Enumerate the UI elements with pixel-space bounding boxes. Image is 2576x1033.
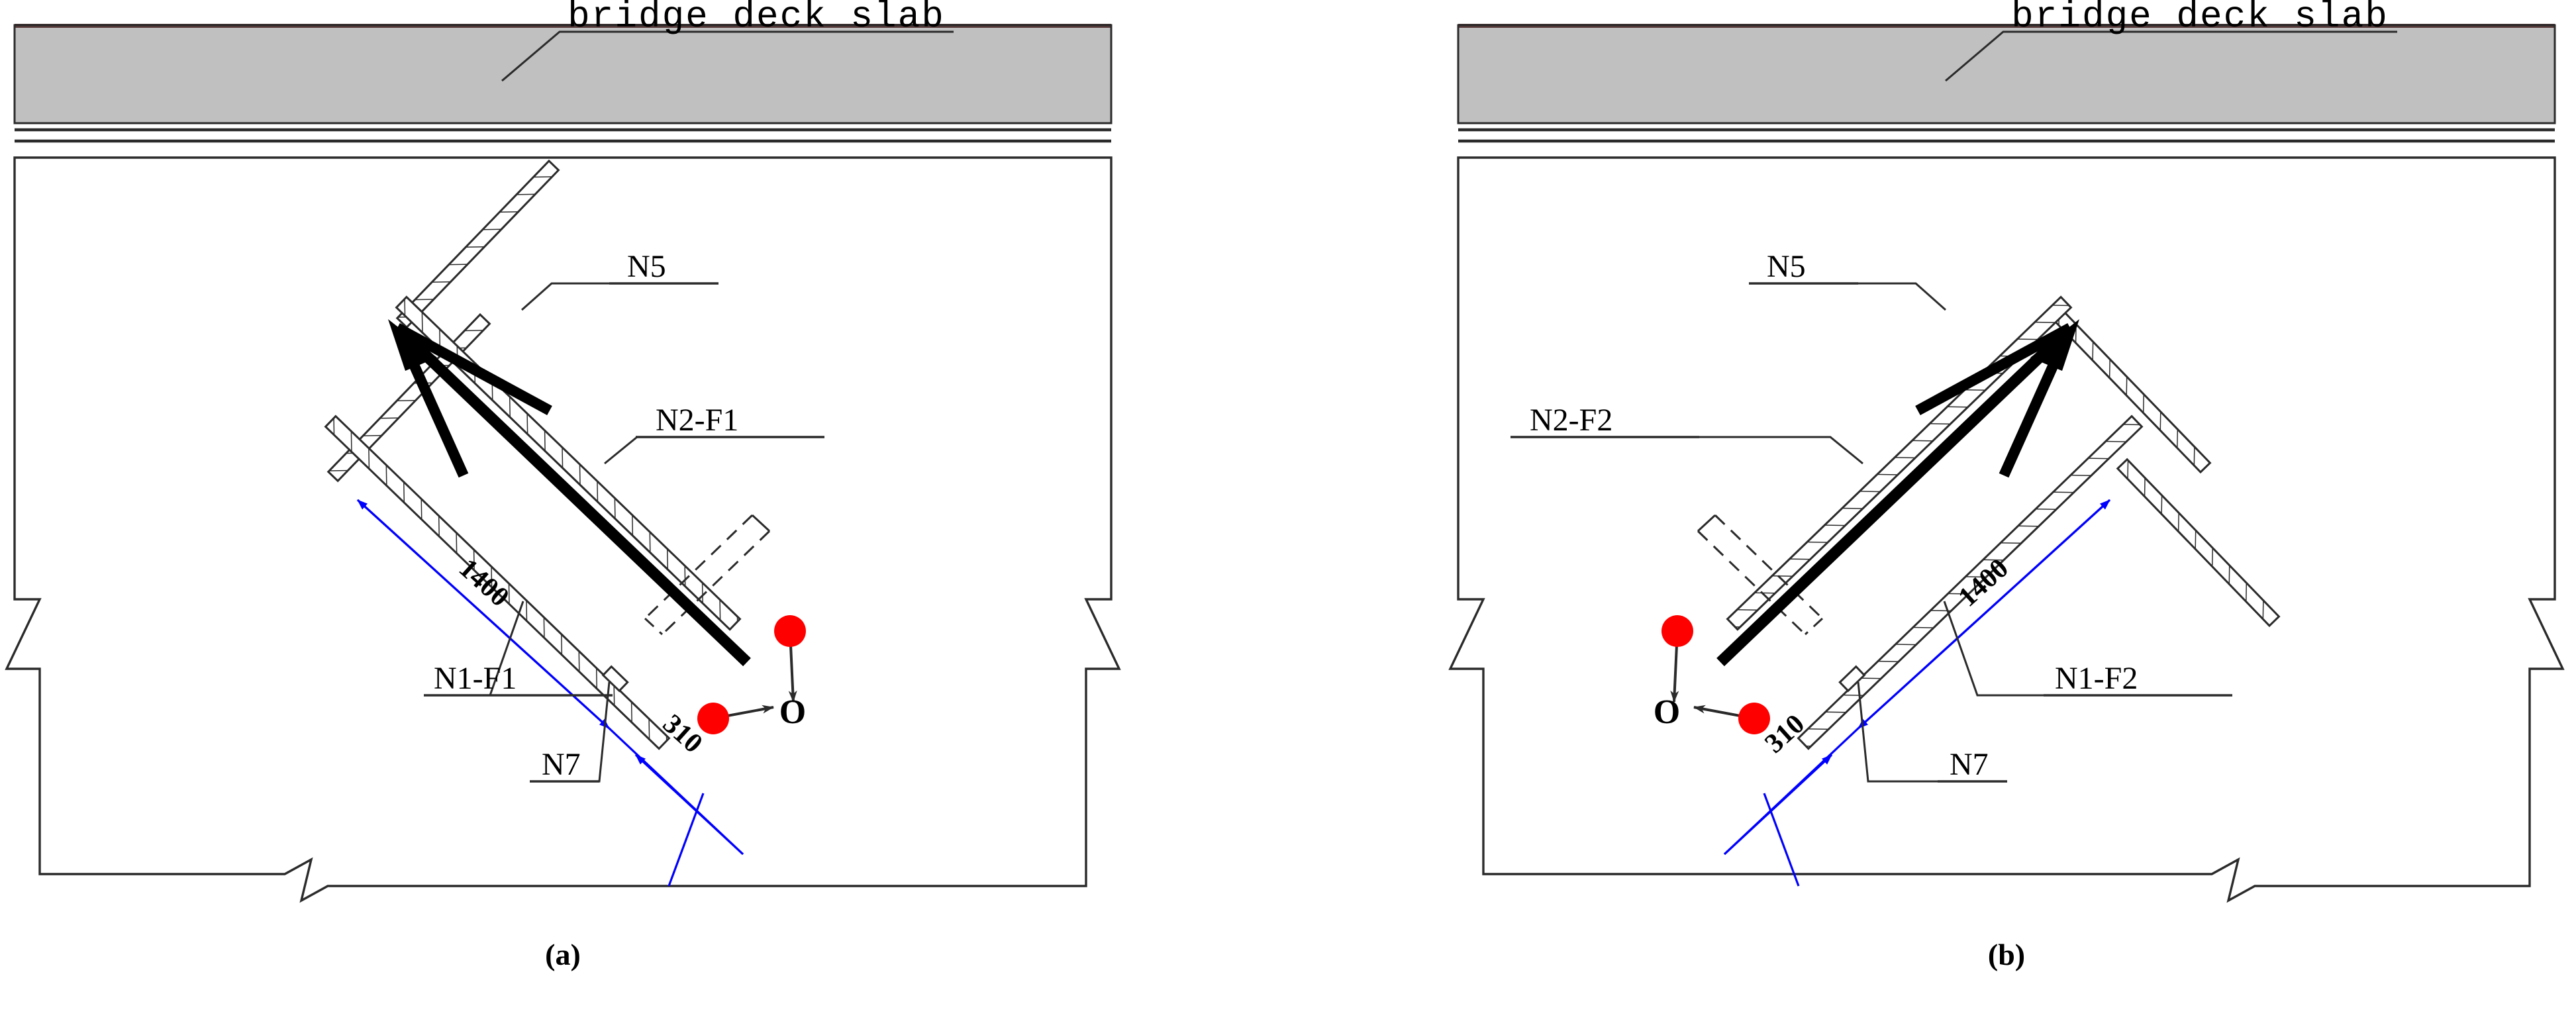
label-n2f2-b: N2-F2: [1530, 403, 1612, 438]
rebar-n2f1-a: [395, 295, 742, 631]
rebar-n2f2-b: [1726, 295, 2073, 631]
label-n1f1-a: N1-F1: [434, 661, 517, 696]
leader-n5-b: [1858, 282, 1946, 311]
rebar-hidden-dashed-b: [1697, 514, 1824, 636]
label-n7-a: N7: [542, 747, 581, 782]
rebar-n7-end-b: [1838, 665, 1866, 693]
marker-dot-upper-b: [1661, 615, 1693, 647]
title-deck-slab-b: bridge deck slab: [2011, 0, 2389, 38]
panel-a: N5 N2-F1 N1-F1 N7 1400 310 O: [5, 24, 1121, 903]
dimension-1400-a: [356, 499, 611, 730]
label-n5-a: N5: [627, 249, 666, 284]
deck-slab-leader-b: [1945, 30, 2397, 82]
leader-n2f2-b: [1699, 436, 1863, 465]
load-arrow-a: [388, 319, 751, 667]
origin-markers-a: O: [697, 615, 806, 734]
label-n5-b: N5: [1767, 249, 1806, 284]
rebar-transverse-lower-b: [2116, 458, 2281, 628]
panel-b: N5 N2-F2 N1-F2 N7 1400 310 O: [1448, 24, 2565, 903]
girder-outline-a: [5, 156, 1121, 903]
rebar-n7-end-a: [601, 665, 629, 693]
dimension-310-b: [1723, 727, 1859, 887]
rebar-n5-a: [395, 159, 560, 329]
leader-n1f2-b: [1943, 601, 2044, 697]
dimension-text-1400-a: 1400: [453, 553, 515, 613]
rebar-hidden-dashed-a: [644, 514, 771, 636]
label-origin-a: O: [779, 693, 806, 731]
leader-n5-a: [521, 282, 609, 311]
deck-slab-a: [13, 24, 1113, 143]
title-deck-slab-a: bridge deck slab: [568, 0, 945, 38]
deck-slab-leader-a: [501, 30, 954, 82]
leader-n2f1-a: [604, 436, 768, 465]
label-n2f1-a: N2-F1: [656, 403, 738, 438]
rebar-assembly-b: [1697, 295, 2281, 750]
rebar-n1f1-a: [324, 415, 671, 750]
leader-n7-b: [1857, 681, 1938, 783]
label-n7-b: N7: [1950, 747, 1989, 782]
dimension-310-a: [608, 727, 744, 887]
marker-dot-upper-a: [774, 615, 806, 647]
caption-panel-b: (b): [1987, 938, 2026, 971]
girder-outline-b: [1448, 156, 2565, 903]
marker-dot-lower-b: [1738, 703, 1770, 734]
origin-markers-b: O: [1654, 615, 1770, 734]
label-origin-b: O: [1654, 693, 1680, 731]
dimension-text-1400-b: 1400: [1953, 553, 2014, 613]
label-n1f2-b: N1-F2: [2055, 661, 2138, 696]
caption-panel-a: (a): [545, 938, 581, 971]
rebar-n1f2-b: [1797, 415, 2144, 750]
rebar-assembly-a: [324, 159, 771, 750]
load-arrow-b: [1716, 319, 2079, 667]
dimension-1400-b: [1857, 499, 2111, 730]
marker-dot-lower-a: [697, 703, 729, 734]
deck-slab-b: [1457, 24, 2556, 143]
